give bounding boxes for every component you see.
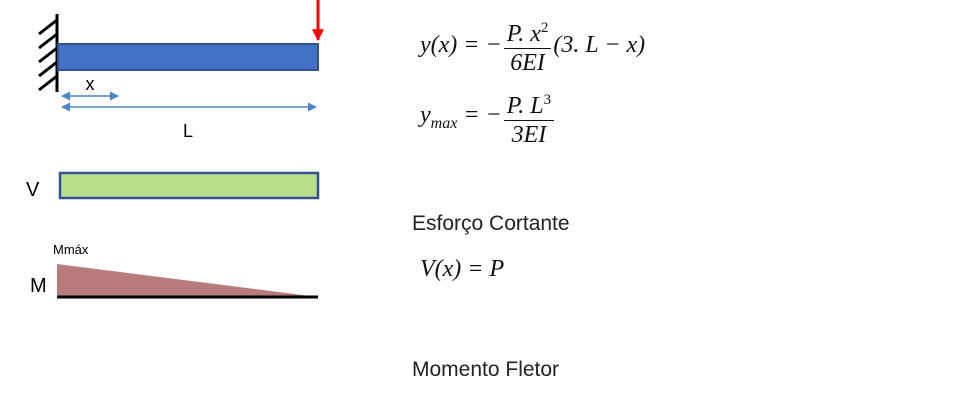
beam: [57, 43, 319, 71]
fixed-support: [38, 14, 59, 92]
max-deflection-num-exp: 3: [543, 92, 552, 108]
label-x: x: [86, 74, 95, 94]
max-deflection-denominator: 3EI: [511, 122, 547, 148]
max-deflection-numerator: P. L3: [503, 86, 555, 121]
max-deflection-sub: max: [430, 114, 458, 132]
shear-section-title: Esforço Cortante: [412, 212, 570, 235]
max-deflection-formula: ymax = − P. L3 3EI: [420, 86, 556, 149]
deflection-numerator: P. x2: [503, 14, 552, 49]
deflection-lhs: y(x) = −: [420, 32, 502, 58]
deflection-num-var: P. x: [506, 21, 541, 47]
deflection-denominator: 6EI: [510, 50, 545, 76]
moment-diagram: [57, 264, 318, 297]
deflection-num-exp: 2: [540, 20, 549, 36]
label-V: V: [26, 179, 40, 201]
label-Mmax: Mmáx: [53, 242, 89, 257]
max-deflection-lhs: ymax = −: [420, 102, 502, 133]
deflection-fraction: P. x2 6EI: [503, 14, 552, 77]
max-deflection-fraction: P. L3 3EI: [503, 86, 555, 149]
shear-diagram: [58, 171, 320, 200]
label-M: M: [30, 275, 47, 297]
max-deflection-num-var: P. L: [506, 93, 544, 119]
max-deflection-var: y: [420, 102, 431, 129]
deflection-rhs: (3. L − x): [553, 32, 646, 58]
moment-section-title: Momento Fletor: [412, 358, 560, 381]
deflection-formula: y(x) = − P. x2 6EI (3. L − x): [420, 14, 645, 77]
cantilever-diagram: x L V Mmáx M: [26, 0, 324, 299]
label-L: L: [183, 121, 193, 141]
shear-formula: V(x) = P: [420, 256, 505, 282]
max-deflection-eq: = −: [457, 102, 502, 129]
